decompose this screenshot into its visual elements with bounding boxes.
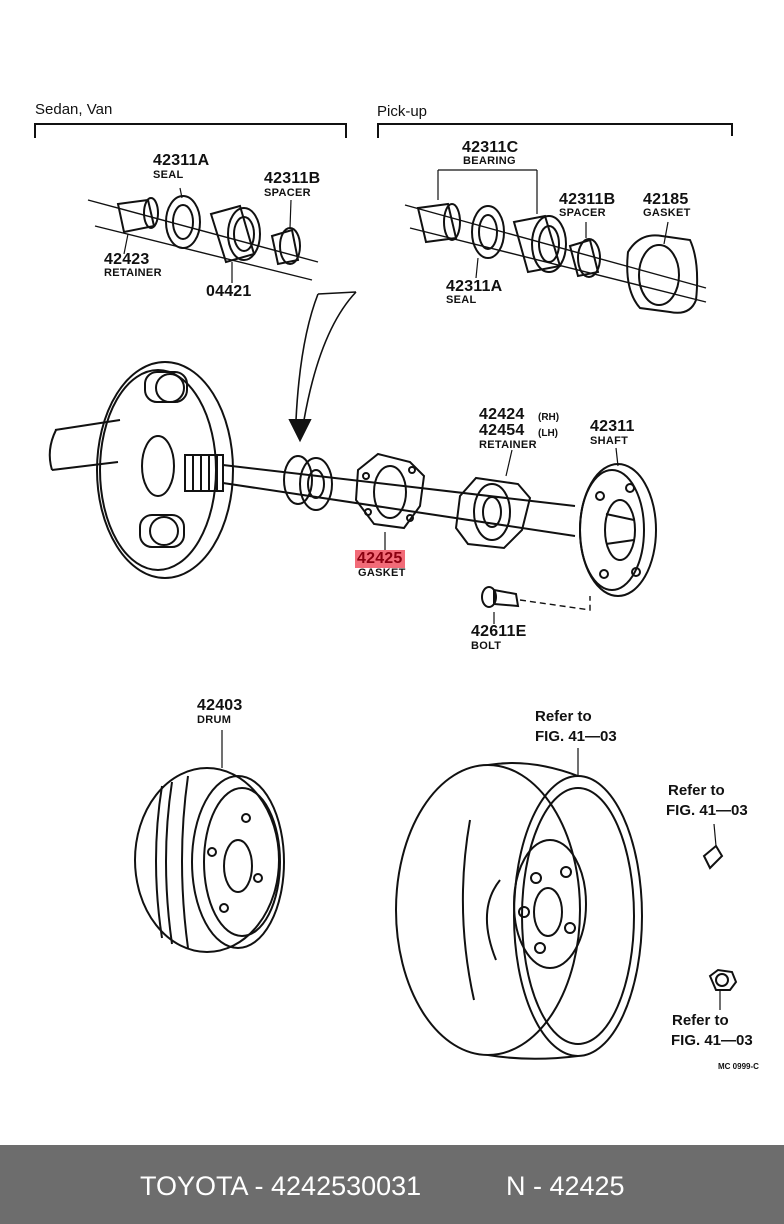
pickup-bearing-group (404, 169, 707, 314)
part-number-42403[interactable]: 42403 (197, 697, 243, 714)
pointer-arrow (295, 291, 357, 421)
hub-nut (708, 968, 738, 1010)
part-number-42311C[interactable]: 42311C (462, 139, 519, 156)
wheel-ref-line1: Refer to (535, 708, 592, 725)
part-name-retainer-42424: RETAINER (479, 439, 537, 451)
section-label-sedan-van: Sedan, Van (35, 101, 113, 118)
part-number-42425-highlighted[interactable]: 42425 (355, 550, 405, 568)
part-number-42311B-left[interactable]: 42311B (264, 170, 321, 187)
valve-ref-line1: Refer to (668, 782, 725, 799)
sedan-bearing-group (87, 187, 319, 283)
part-name-shaft: SHAFT (590, 435, 629, 447)
brake-drum (134, 730, 285, 953)
exploded-parts-diagram (34, 123, 738, 1060)
diagram-code: MC 0999-C (718, 1062, 759, 1071)
wheel (395, 748, 643, 1060)
valve-stem (702, 823, 724, 870)
sedan-bracket (34, 123, 347, 138)
section-label-pick-up: Pick-up (377, 103, 428, 120)
nut-ref-line1: Refer to (672, 1012, 729, 1029)
part-number-42424[interactable]: 42424 (479, 406, 525, 423)
part-number-04421[interactable]: 04421 (206, 283, 252, 300)
part-number-42185[interactable]: 42185 (643, 191, 689, 208)
part-number-42311A-bottom[interactable]: 42311A (446, 278, 503, 295)
part-number-42423[interactable]: 42423 (104, 251, 150, 268)
wheel-ref-line2[interactable]: FIG. 41—03 (535, 728, 617, 745)
part-number-42311B-right[interactable]: 42311B (559, 191, 616, 208)
valve-ref-line2[interactable]: FIG. 41—03 (666, 802, 748, 819)
pickup-bracket (377, 123, 733, 138)
axle-assembly (48, 361, 657, 624)
side-rh: (RH) (538, 412, 560, 423)
part-number-42611E[interactable]: 42611E (471, 623, 527, 640)
part-number-42454[interactable]: 42454 (479, 422, 525, 439)
part-name-seal-bottom: SEAL (446, 294, 477, 306)
side-lh: (LH) (538, 428, 558, 439)
part-name-drum: DRUM (197, 714, 232, 726)
footer-brand-part-number: TOYOTA - 4242530031 (140, 1171, 422, 1201)
part-name-seal-top: SEAL (153, 169, 184, 181)
part-name-gasket-42185: GASKET (643, 207, 691, 219)
part-name-gasket-42425: GASKET (358, 567, 406, 579)
footer-reference-number: N - 42425 (506, 1171, 625, 1201)
part-number-42311[interactable]: 42311 (590, 418, 635, 435)
part-name-bolt: BOLT (471, 640, 502, 652)
nut-ref-line2[interactable]: FIG. 41—03 (671, 1032, 753, 1049)
footer-bar: TOYOTA - 4242530031 N - 42425 (0, 1145, 784, 1224)
part-name-bearing: BEARING (463, 155, 516, 167)
part-name-spacer-left: SPACER (264, 187, 311, 199)
part-name-retainer-42423: RETAINER (104, 267, 162, 279)
part-name-spacer-right: SPACER (559, 207, 606, 219)
part-number-42311A-top[interactable]: 42311A (153, 152, 210, 169)
